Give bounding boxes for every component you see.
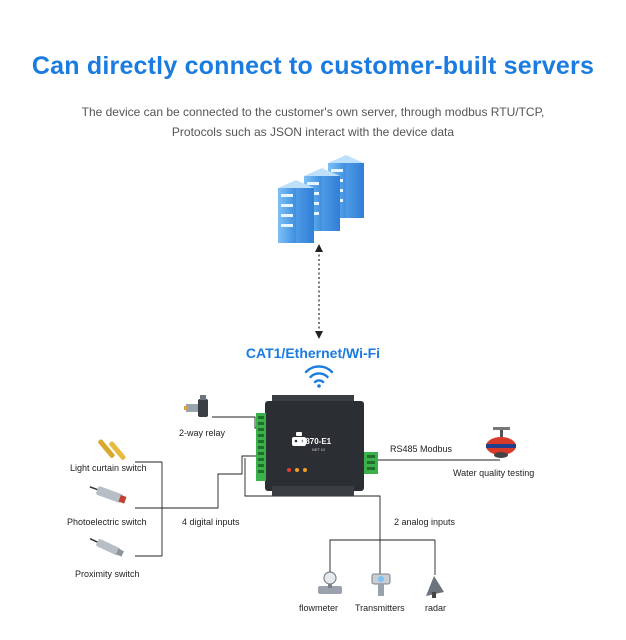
subtitle-line-1: The device can be connected to the custo… — [81, 105, 545, 119]
wifi-icon — [304, 365, 334, 388]
light-curtain-label: Light curtain switch — [70, 463, 147, 473]
radar-icon — [426, 576, 444, 598]
flowmeter-label: flowmeter — [299, 603, 339, 613]
relay-label: 2-way relay — [179, 428, 226, 438]
page-title: Can directly connect to customer-built s… — [31, 52, 595, 80]
connection-label: CAT1/Ethernet/Wi-Fi — [245, 345, 381, 361]
analog-inputs-label: 2 analog inputs — [394, 517, 456, 527]
light-curtain-icon — [98, 439, 126, 460]
device-model: E870-E1 — [300, 437, 332, 446]
e870-device — [256, 395, 378, 496]
water-quality-label: Water quality testing — [453, 468, 535, 478]
transmitter-icon — [371, 573, 391, 596]
rs485-label: RS485 Modbus — [390, 444, 453, 454]
device-sub: NET IO — [312, 447, 326, 452]
photoelectric-label: Photoelectric switch — [67, 517, 147, 527]
radar-label: radar — [425, 603, 447, 613]
server-link-arrow — [315, 244, 323, 339]
relay-valve-icon — [184, 395, 208, 417]
proximity-label: Proximity switch — [75, 569, 140, 579]
digital-inputs-label: 4 digital inputs — [182, 517, 240, 527]
server-stack-icon — [278, 155, 364, 243]
subtitle-line-2: Protocols such as JSON interact with the… — [171, 125, 455, 139]
water-quality-icon — [486, 427, 516, 458]
flowmeter-icon — [318, 571, 342, 594]
transmitters-label: Transmitters — [355, 603, 405, 613]
photoelectric-sensor-icon — [89, 486, 127, 504]
proximity-sensor-icon — [89, 538, 124, 557]
